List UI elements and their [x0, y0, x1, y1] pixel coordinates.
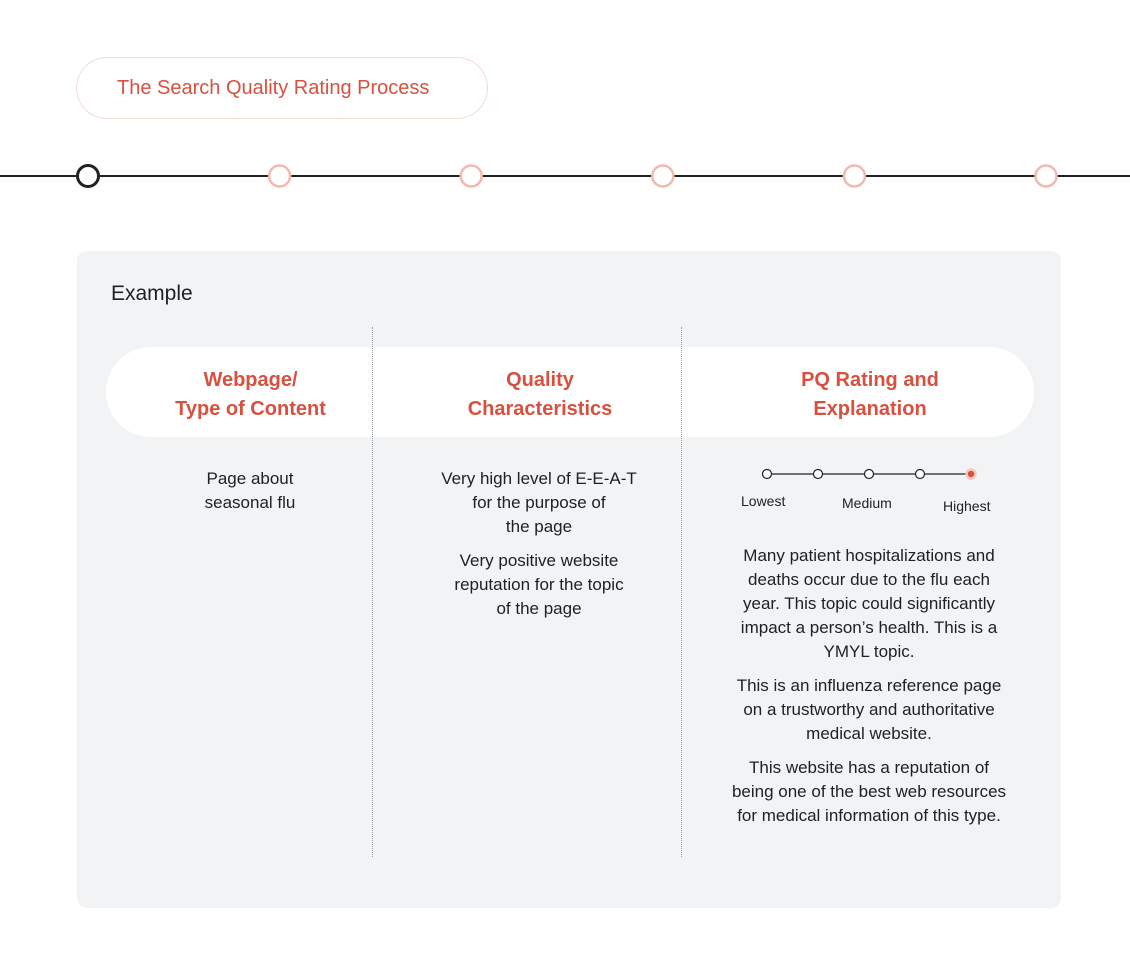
- text-line: impact a person’s health. This is a: [740, 618, 998, 637]
- process-timeline: [0, 164, 1130, 188]
- text-line: of the page: [496, 599, 582, 618]
- timeline-step[interactable]: [1034, 164, 1058, 188]
- rating-point: [914, 468, 926, 480]
- process-title: The Search Quality Rating Process: [117, 76, 430, 99]
- rating-point: [761, 468, 773, 480]
- explanation-paragraph-2: This is an influenza reference page on a…: [700, 674, 1038, 746]
- explanation-cell: Many patient hospitalizations and deaths…: [700, 544, 1038, 838]
- quality-paragraph-1: Very high level of E-E-A-T for the purpo…: [400, 467, 678, 539]
- timeline-step[interactable]: [267, 164, 292, 188]
- rating-scale: Lowest Medium Highest: [735, 462, 1005, 518]
- column-divider: [372, 327, 373, 857]
- text-line: deaths occur due to the flu each: [748, 570, 990, 589]
- text-line: Very positive website: [459, 551, 619, 570]
- explanation-paragraph-3: This website has a reputation of being o…: [700, 756, 1038, 828]
- heading-line: Quality: [506, 369, 574, 391]
- heading-line: PQ Rating and: [801, 369, 939, 391]
- webpage-text-line: seasonal flu: [204, 493, 296, 512]
- explanation-paragraph-1: Many patient hospitalizations and deaths…: [700, 544, 1038, 664]
- text-line: Very high level of E-E-A-T: [441, 469, 637, 488]
- webpage-text-line: Page about: [206, 469, 294, 488]
- text-line: reputation for the topic: [454, 575, 624, 594]
- text-line: Many patient hospitalizations and: [743, 546, 995, 565]
- heading-line: Type of Content: [175, 398, 326, 420]
- text-line: This is an influenza reference page: [736, 676, 1002, 695]
- rating-point: [863, 468, 875, 480]
- rating-point: [812, 468, 824, 480]
- heading-line: Explanation: [813, 398, 927, 420]
- timeline-step[interactable]: [459, 164, 483, 188]
- heading-line: Webpage/: [203, 369, 298, 391]
- text-line: for the purpose of: [472, 493, 606, 512]
- process-title-pill: The Search Quality Rating Process: [76, 57, 488, 119]
- text-line: the page: [505, 517, 573, 536]
- text-line: being one of the best web resources: [731, 782, 1007, 801]
- timeline-step[interactable]: [842, 164, 867, 188]
- text-line: year. This topic could significantly: [743, 594, 995, 613]
- rating-label-lowest: Lowest: [741, 493, 786, 509]
- text-line: This website has a reputation of: [748, 758, 990, 777]
- column-heading-webpage: Webpage/ Type of Content: [148, 366, 353, 424]
- rating-point-selected: [965, 468, 977, 480]
- text-line: for medical information of this type.: [737, 806, 1001, 825]
- timeline-step[interactable]: [651, 164, 675, 188]
- column-divider: [681, 327, 682, 857]
- example-label: Example: [111, 282, 193, 305]
- text-line: on a trustworthy and authoritative: [743, 700, 995, 719]
- quality-paragraph-2: Very positive website reputation for the…: [400, 549, 678, 621]
- column-heading-rating: PQ Rating and Explanation: [755, 366, 985, 424]
- rating-label-highest: Highest: [943, 498, 991, 514]
- timeline-step-active[interactable]: [76, 164, 100, 188]
- column-header-bar: [106, 347, 1034, 437]
- heading-line: Characteristics: [467, 398, 613, 420]
- rating-label-medium: Medium: [842, 495, 892, 511]
- text-line: YMYL topic.: [823, 642, 915, 661]
- text-line: medical website.: [806, 724, 932, 743]
- quality-cell: Very high level of E-E-A-T for the purpo…: [400, 467, 678, 631]
- webpage-cell: Page about seasonal flu: [160, 467, 340, 515]
- rating-scale-track: [761, 468, 977, 480]
- column-heading-quality: Quality Characteristics: [430, 366, 650, 424]
